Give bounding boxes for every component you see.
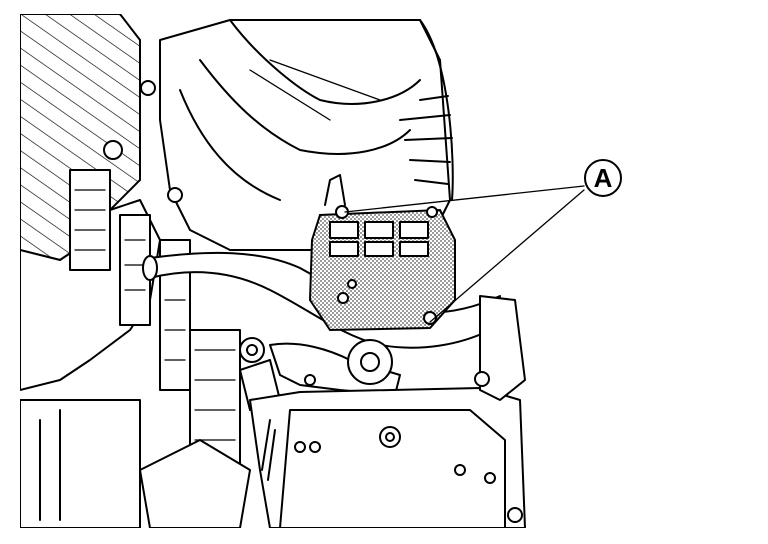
blower-housing [159,19,453,251]
door-linkage [239,337,401,411]
lower-case-panel [249,295,526,528]
right-body-edge [419,19,454,201]
callout-a: A [584,159,622,197]
callout-leaders [344,185,585,323]
callout-a-label: A [594,163,613,193]
left-bracket-assembly [20,80,251,528]
actuator-motor [308,174,456,332]
